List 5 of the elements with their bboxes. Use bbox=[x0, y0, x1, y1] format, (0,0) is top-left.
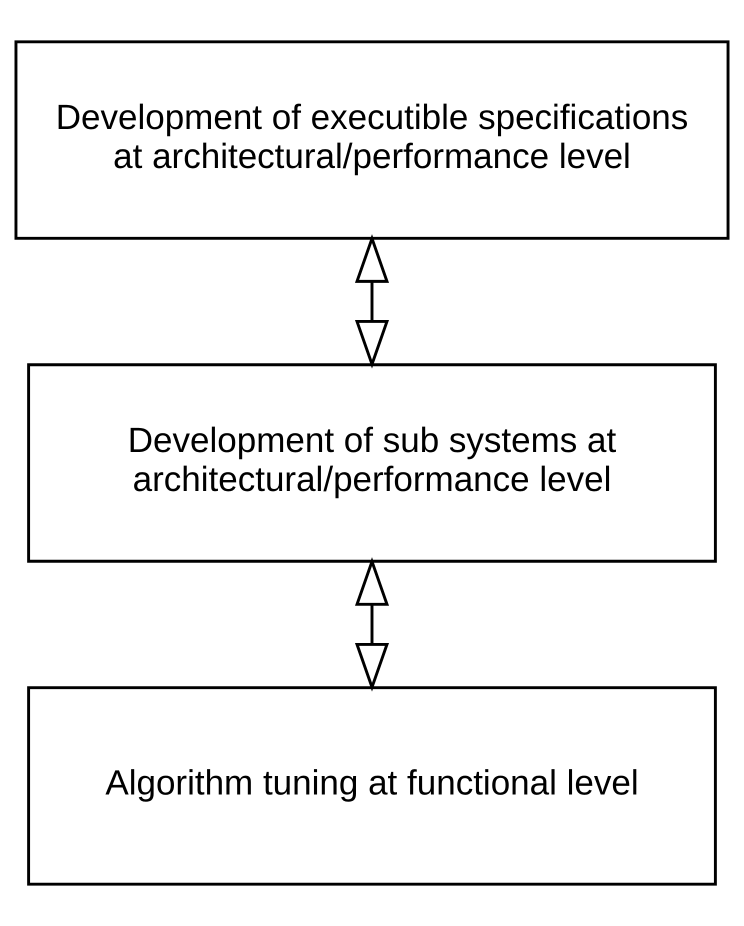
arrow bbox=[354, 234, 390, 369]
node-box: Development of executible specifications at architectural/performance level bbox=[14, 40, 730, 240]
node-box: Algorithm tuning at functional level bbox=[27, 686, 717, 886]
node-box: Development of sub systems at architectural/performance level bbox=[27, 363, 717, 563]
arrow bbox=[354, 557, 390, 692]
